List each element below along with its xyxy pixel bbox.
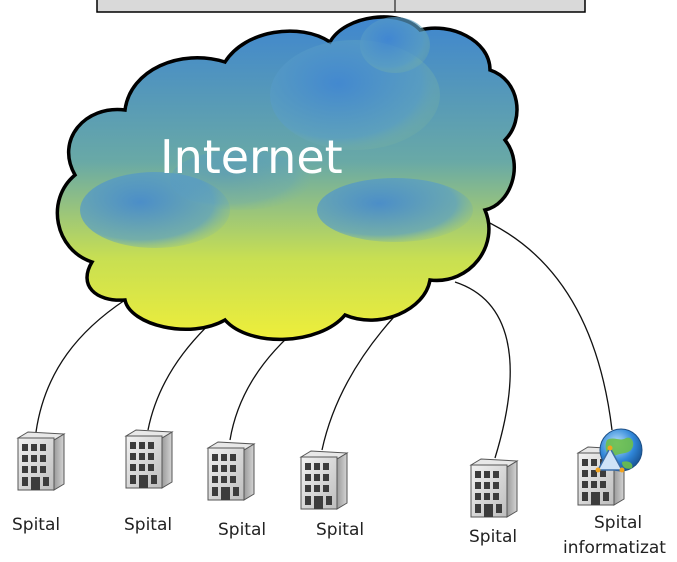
internet-cloud: Internet [55,15,519,342]
hospital-6-label-line2: informatizat [563,538,666,558]
hospital-3-icon [207,441,255,501]
cloud-label: Internet [160,130,343,184]
hospital-4-icon [300,450,348,510]
hospital-1-icon [17,431,65,491]
hospital-6-label-line1: Spital [594,513,642,533]
hospital-5-icon [470,458,518,518]
globe-icon [595,428,643,473]
link-1 [35,299,126,433]
link-6 [471,214,613,431]
hospital-5-label: Spital [469,527,517,547]
hospital-2-label: Spital [124,515,172,535]
hospital-2-icon [125,429,173,489]
hospital-1-label: Spital [12,515,60,535]
hospital-3-label: Spital [218,520,266,540]
top-box [96,0,586,13]
link-5 [454,281,511,459]
hospital-4-label: Spital [316,520,364,540]
